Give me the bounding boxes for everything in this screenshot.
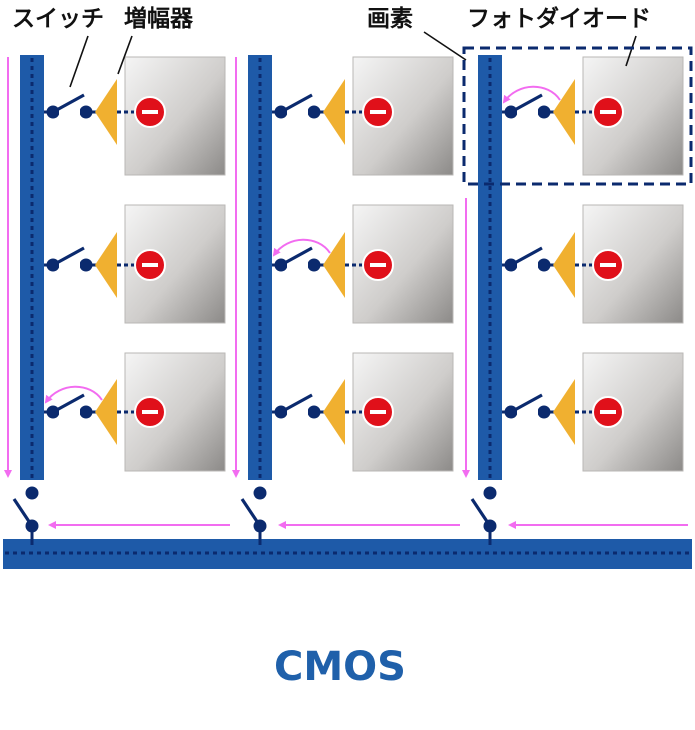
- switch-lever-icon: [52, 393, 85, 414]
- minus-sign: [370, 110, 386, 114]
- switch-lever-icon: [510, 93, 543, 114]
- amplifier-triangle-icon: [553, 79, 575, 145]
- minus-sign: [600, 110, 616, 114]
- amplifier-triangle-icon: [95, 379, 117, 445]
- pixel-label: 画素: [367, 5, 413, 32]
- amplifier-triangle-icon: [323, 79, 345, 145]
- amplifier-triangle-icon: [323, 232, 345, 298]
- minus-sign: [600, 263, 616, 267]
- pixel-r0-c2: [490, 56, 684, 176]
- amplifier-label: 増幅器: [124, 5, 194, 32]
- select-contact-top: [253, 486, 267, 500]
- select-lever-icon: [240, 498, 262, 527]
- horizontal-bus: [3, 486, 692, 569]
- switch-contact-right: [537, 405, 551, 419]
- switch-lever-icon: [52, 93, 85, 114]
- pixel-r2-c0: [32, 352, 226, 472]
- minus-sign: [142, 410, 158, 414]
- amplifier-triangle-icon: [553, 232, 575, 298]
- horizontal-bus-bar: [3, 539, 692, 569]
- transfer-arrow-2: [44, 385, 103, 404]
- switch-lever-icon: [280, 393, 313, 414]
- minus-sign: [142, 263, 158, 267]
- column-select-switch-2: [470, 486, 497, 545]
- minus-sign: [370, 263, 386, 267]
- pixel-highlight-box: [462, 46, 693, 186]
- switch-contact-right: [537, 105, 551, 119]
- pixel-r1-c2: [490, 204, 684, 324]
- switch-contact-right: [307, 405, 321, 419]
- diagram-title: CMOS: [274, 644, 406, 690]
- pixel-r2-c2: [490, 352, 684, 472]
- switch-lever-icon: [510, 393, 543, 414]
- pixel-leader-line: [423, 31, 467, 61]
- minus-sign: [370, 410, 386, 414]
- transfer-arrow-0: [502, 85, 561, 104]
- amplifier-triangle-icon: [323, 379, 345, 445]
- pixel-grid: [32, 56, 684, 472]
- select-contact-top: [25, 486, 39, 500]
- minus-sign: [142, 110, 158, 114]
- transfer-arrow-1: [272, 238, 331, 257]
- select-lever-icon: [12, 498, 34, 527]
- photodiode-label: フォトダイオード: [467, 5, 651, 32]
- column-select-switch-1: [240, 486, 267, 545]
- select-contact-top: [483, 486, 497, 500]
- amplifier-leader-line: [117, 35, 133, 75]
- switch-label: スイッチ: [12, 6, 104, 32]
- switch-lever-icon: [52, 246, 85, 267]
- column-lines: [4, 55, 502, 480]
- select-lever-icon: [470, 498, 492, 527]
- switch-contact-right: [307, 258, 321, 272]
- switch-leader-line: [69, 35, 89, 88]
- switch-contact-right: [307, 105, 321, 119]
- pixel-r1-c1: [260, 204, 454, 324]
- photodiode-leader-line: [625, 35, 637, 67]
- minus-sign: [600, 410, 616, 414]
- switch-contact-right: [79, 258, 93, 272]
- amplifier-triangle-icon: [95, 79, 117, 145]
- pixel-r2-c1: [260, 352, 454, 472]
- switch-lever-icon: [280, 246, 313, 267]
- pixel-r1-c0: [32, 204, 226, 324]
- amplifier-triangle-icon: [553, 379, 575, 445]
- switch-lever-icon: [510, 246, 543, 267]
- switch-lever-icon: [280, 93, 313, 114]
- switch-contact-right: [537, 258, 551, 272]
- switch-contact-right: [79, 405, 93, 419]
- pixel-r0-c0: [32, 56, 226, 176]
- pixel-r0-c1: [260, 56, 454, 176]
- column-select-switch-0: [12, 486, 39, 545]
- switch-contact-right: [79, 105, 93, 119]
- amplifier-triangle-icon: [95, 232, 117, 298]
